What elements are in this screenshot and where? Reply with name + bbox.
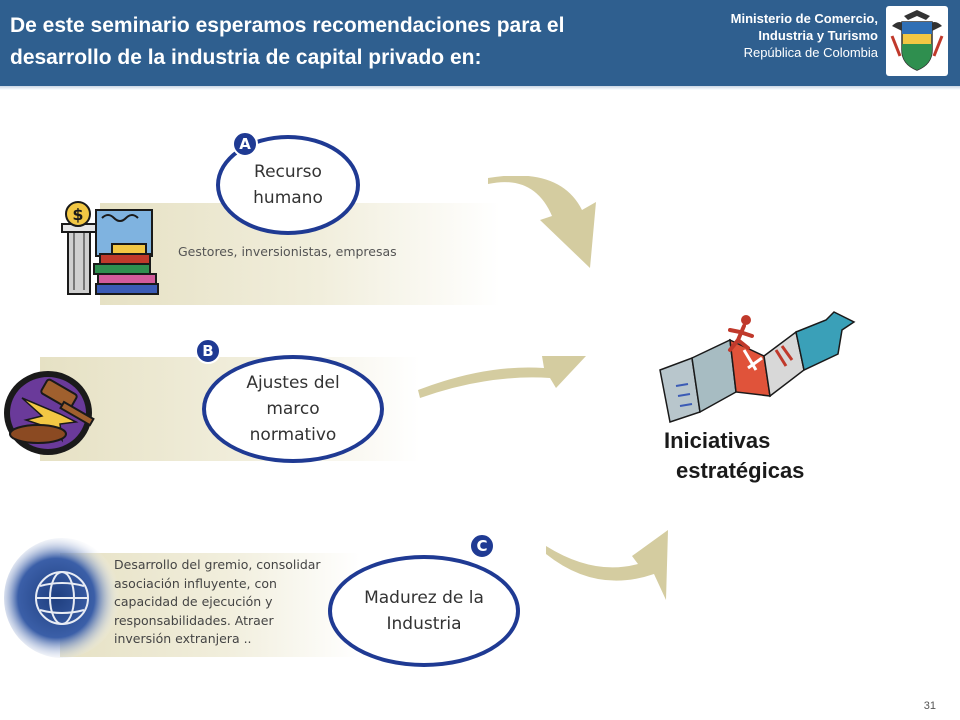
description-line: Desarrollo del gremio, consolidar (114, 557, 321, 572)
badge-c: C (469, 533, 495, 559)
gavel-icon (4, 371, 95, 455)
goal-line-1: Iniciativas (664, 428, 771, 453)
ministry-line-1: Ministerio de Comercio, (730, 11, 878, 26)
ellipse-label-line: Ajustes del (246, 373, 340, 393)
description-line: responsabilidades. Atraer (114, 612, 274, 628)
header-bar: De este seminario esperamos recomendacio… (0, 0, 960, 90)
description-line: asociación influyente, con (114, 575, 277, 591)
ellipse-label-line: Industria (386, 614, 462, 634)
globe-icon (4, 538, 120, 658)
curved-arrow-icon (488, 176, 596, 268)
ministry-name: Ministerio de Comercio, Industria y Turi… (658, 10, 878, 61)
svg-text:$: $ (72, 205, 83, 224)
ellipse-recurso-humano: Recurso humano (216, 135, 360, 235)
ellipse-label-line: normativo (249, 425, 337, 445)
goal-label: Iniciativas estratégicas (664, 426, 804, 486)
goal-line-2: estratégicas (676, 458, 805, 483)
page-number: 31 (923, 700, 936, 712)
description-line: inversión extranjera .. (114, 631, 252, 646)
ellipse-label-line: Madurez de la (364, 588, 484, 608)
badge-b: B (195, 338, 221, 364)
description-line: capacidad de ejecución y (114, 594, 273, 609)
slide-title: De este seminario esperamos recomendacio… (10, 14, 565, 69)
ministry-line-2: Industria y Turismo (758, 28, 878, 43)
growth-arrow-icon (659, 311, 856, 423)
curved-arrow-icon (546, 530, 668, 600)
money-stack-icon: $ (61, 201, 159, 295)
description-madurez-industria: Desarrollo del gremio, consolidar asocia… (114, 556, 329, 649)
ministry-line-3: República de Colombia (743, 45, 878, 60)
coat-of-arms-icon (886, 6, 948, 76)
ellipse-marco-normativo: Ajustes del marco normativo (202, 355, 384, 463)
curved-arrow-icon (418, 356, 586, 398)
ellipse-label-line: marco (266, 399, 320, 419)
ellipse-label-line: Recurso (254, 162, 322, 182)
badge-a: A (232, 131, 258, 157)
ellipse-label-line: humano (253, 188, 323, 208)
description-recurso-humano: Gestores, inversionistas, empresas (178, 244, 397, 259)
ellipse-madurez-industria: Madurez de la Industria (328, 555, 520, 667)
